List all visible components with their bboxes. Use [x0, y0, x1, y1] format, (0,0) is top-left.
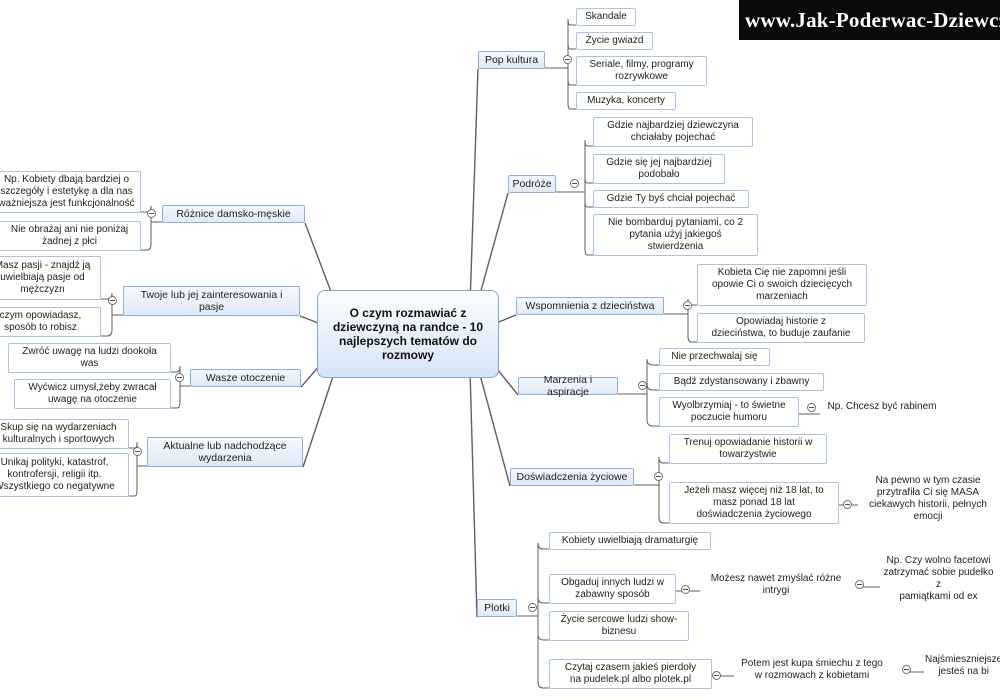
sub-connector — [584, 139, 593, 192]
branch-otoczenie[interactable]: Wasze otoczenie — [190, 369, 301, 387]
topic-zycie-sercowe[interactable]: Życie sercowe ludzi show- biznesu — [549, 611, 689, 641]
collapse-toggle-wydarzenia[interactable] — [133, 447, 142, 456]
branch-roznice[interactable]: Różnice damsko-męskie — [162, 205, 305, 223]
collapse-toggle-intrygi[interactable] — [855, 580, 864, 589]
branch-wydarzenia[interactable]: Aktualne lub nadchodzące wydarzenia — [147, 437, 303, 467]
sub-connector — [584, 192, 593, 256]
note-kupa-smiechu[interactable]: Potem jest kupa śmiechu z tego w rozmowa… — [741, 658, 883, 681]
sub-connector — [537, 616, 549, 689]
topic-muzyka-koncerty[interactable]: Muzyka, koncerty — [576, 92, 676, 110]
sub-connector — [537, 542, 549, 616]
topic-seriale-filmy[interactable]: Seriale, filmy, programy rozrywkowe — [576, 56, 707, 86]
sub-connector — [658, 456, 669, 485]
sub-connector — [567, 68, 576, 110]
topic-nie-obrazaj[interactable]: Nie obrażaj ani nie poniżaj żadnej z płc… — [0, 221, 141, 251]
topic-badz-zdystansowany[interactable]: Bądź zdystansowany i zbawny — [659, 373, 824, 391]
sub-connector — [101, 315, 113, 337]
topic-gdzie-ty[interactable]: Gdzie Ty byś chciał pojechać — [593, 190, 749, 208]
central-topic[interactable]: O czym rozmawiać z dziewczyną na randce … — [317, 290, 499, 378]
branch-podroze[interactable]: Podróże — [508, 175, 556, 193]
sub-connector — [141, 222, 152, 251]
note-pudelko-pamiatek[interactable]: Np. Czy wolno facetowi zatrzymać sobie p… — [883, 555, 994, 602]
collapse-toggle-podroze[interactable] — [570, 179, 579, 188]
branch-wspomnienia[interactable]: Wspomnienia z dzieciństwa — [516, 297, 664, 315]
sub-connector — [646, 358, 659, 394]
sub-connector — [537, 596, 549, 616]
collapse-toggle-pudelek[interactable] — [712, 671, 721, 680]
collapse-toggle-wspomnienia[interactable] — [683, 301, 692, 310]
collapse-toggle-ponad-18[interactable] — [843, 500, 852, 509]
sub-connector — [584, 192, 593, 208]
topic-gdzie-chcialaby[interactable]: Gdzie najbardziej dziewczyna chciałaby p… — [593, 117, 753, 147]
collapse-toggle-marzenia[interactable] — [638, 381, 647, 390]
topic-nie-bombarduj[interactable]: Nie bombarduj pytaniami, co 2 pytania uż… — [593, 214, 758, 256]
branch-marzenia[interactable]: Marzenia i aspiracje — [518, 374, 618, 398]
topic-kobiety-dbaja[interactable]: Np. Kobiety dbają bardziej o szczegóły i… — [0, 171, 141, 213]
topic-gdzie-podobalo[interactable]: Gdzie się jej najbardziej podobało — [593, 154, 725, 184]
note-najsmieszniejsze[interactable]: Najśmieszniejsze jesteś na bi — [925, 654, 1000, 677]
branch-pop-kultura[interactable]: Pop kultura — [478, 51, 545, 69]
sub-connector — [171, 386, 181, 409]
topic-zycie-gwiazd[interactable]: Życie gwiazd — [576, 32, 653, 50]
topic-masz-pasji[interactable]: Masz pasji - znajdź ją uwielbiają pasje … — [0, 256, 101, 300]
sub-connector — [646, 394, 659, 427]
sub-connector — [646, 383, 659, 394]
collapse-toggle-doswiadczenia[interactable] — [654, 472, 663, 481]
note-zmyslac-intrygi[interactable]: Możesz nawet zmyślać różne intrygi — [710, 573, 842, 596]
sub-connector — [687, 314, 697, 343]
collapse-toggle-zainteresowania[interactable] — [108, 296, 117, 305]
topic-obgaduj[interactable]: Obgaduj innych ludzi w zabawny sposób — [549, 574, 676, 604]
collapse-toggle-pop[interactable] — [563, 55, 572, 64]
collapse-toggle-obgaduj[interactable] — [681, 585, 690, 594]
branch-doswiadczenia[interactable]: Doświadczenia życiowe — [510, 468, 634, 486]
topic-czym-opowiadasz[interactable]: czym opowiadasz, sposób to robisz — [0, 307, 101, 337]
sub-connector — [658, 485, 669, 524]
topic-ponad-18-lat[interactable]: Jeżeli masz więcej niż 18 lat, to masz p… — [669, 482, 839, 524]
sub-connector — [567, 68, 576, 86]
topic-nie-przechwalaj[interactable]: Nie przechwalaj się — [659, 348, 770, 366]
topic-wycwicz-umysl[interactable]: Wyćwicz umysł,żeby zwracał uwagę na otoc… — [14, 379, 171, 409]
topic-zwroc-uwage[interactable]: Zwróć uwagę na ludzi dookoła was — [8, 343, 171, 373]
site-banner: www.Jak-Poderwac-Dziewczyne — [739, 0, 1000, 40]
topic-skandale[interactable]: Skandale — [576, 8, 636, 26]
topic-opowiadaj-historie[interactable]: Opowiadaj historie z dzieciństwa, to bud… — [697, 313, 865, 343]
sub-connector — [129, 466, 138, 497]
topic-pudelek-plotek[interactable]: Czytaj czasem jakieś pierdoły na pudelek… — [549, 659, 712, 689]
collapse-toggle-roznice[interactable] — [147, 209, 156, 218]
topic-skup-sie[interactable]: Skup się na wydarzeniach kulturalnych i … — [0, 419, 129, 449]
note-rabinem[interactable]: Np. Chcesz być rabinem — [827, 401, 937, 412]
branch-plotki[interactable]: Plotki — [477, 599, 517, 617]
collapse-toggle-wyolbrzymiaj[interactable] — [807, 403, 816, 412]
collapse-toggle-kupa-smiechu[interactable] — [902, 665, 911, 674]
note-masa-historii[interactable]: Na pewno w tym czasie przytrafiła Ci się… — [869, 475, 987, 522]
branch-zainteresowania[interactable]: Twoje lub jej zainteresowania i pasje — [123, 286, 300, 316]
sub-connector — [584, 176, 593, 192]
collapse-toggle-plotki[interactable] — [528, 603, 537, 612]
sub-connector — [537, 616, 549, 641]
sub-connector — [171, 365, 181, 386]
sub-connector — [567, 18, 576, 68]
collapse-toggle-otoczenie[interactable] — [175, 373, 184, 382]
topic-dramaturgie[interactable]: Kobiety uwielbiają dramaturgię — [549, 532, 711, 550]
topic-trenuj-opowiadanie[interactable]: Trenuj opowiadanie historii w towarzystw… — [669, 434, 827, 464]
topic-kobieta-nie-zapomni[interactable]: Kobieta Cię nie zapomni jeśli opowie Ci … — [697, 264, 867, 306]
topic-unikaj-polityki[interactable]: Unikaj polityki, katastrof, kontrofersji… — [0, 453, 129, 497]
sub-connector — [567, 42, 576, 68]
topic-wyolbrzymiaj[interactable]: Wyolbrzymiaj - to świetne poczucie humor… — [659, 397, 799, 427]
